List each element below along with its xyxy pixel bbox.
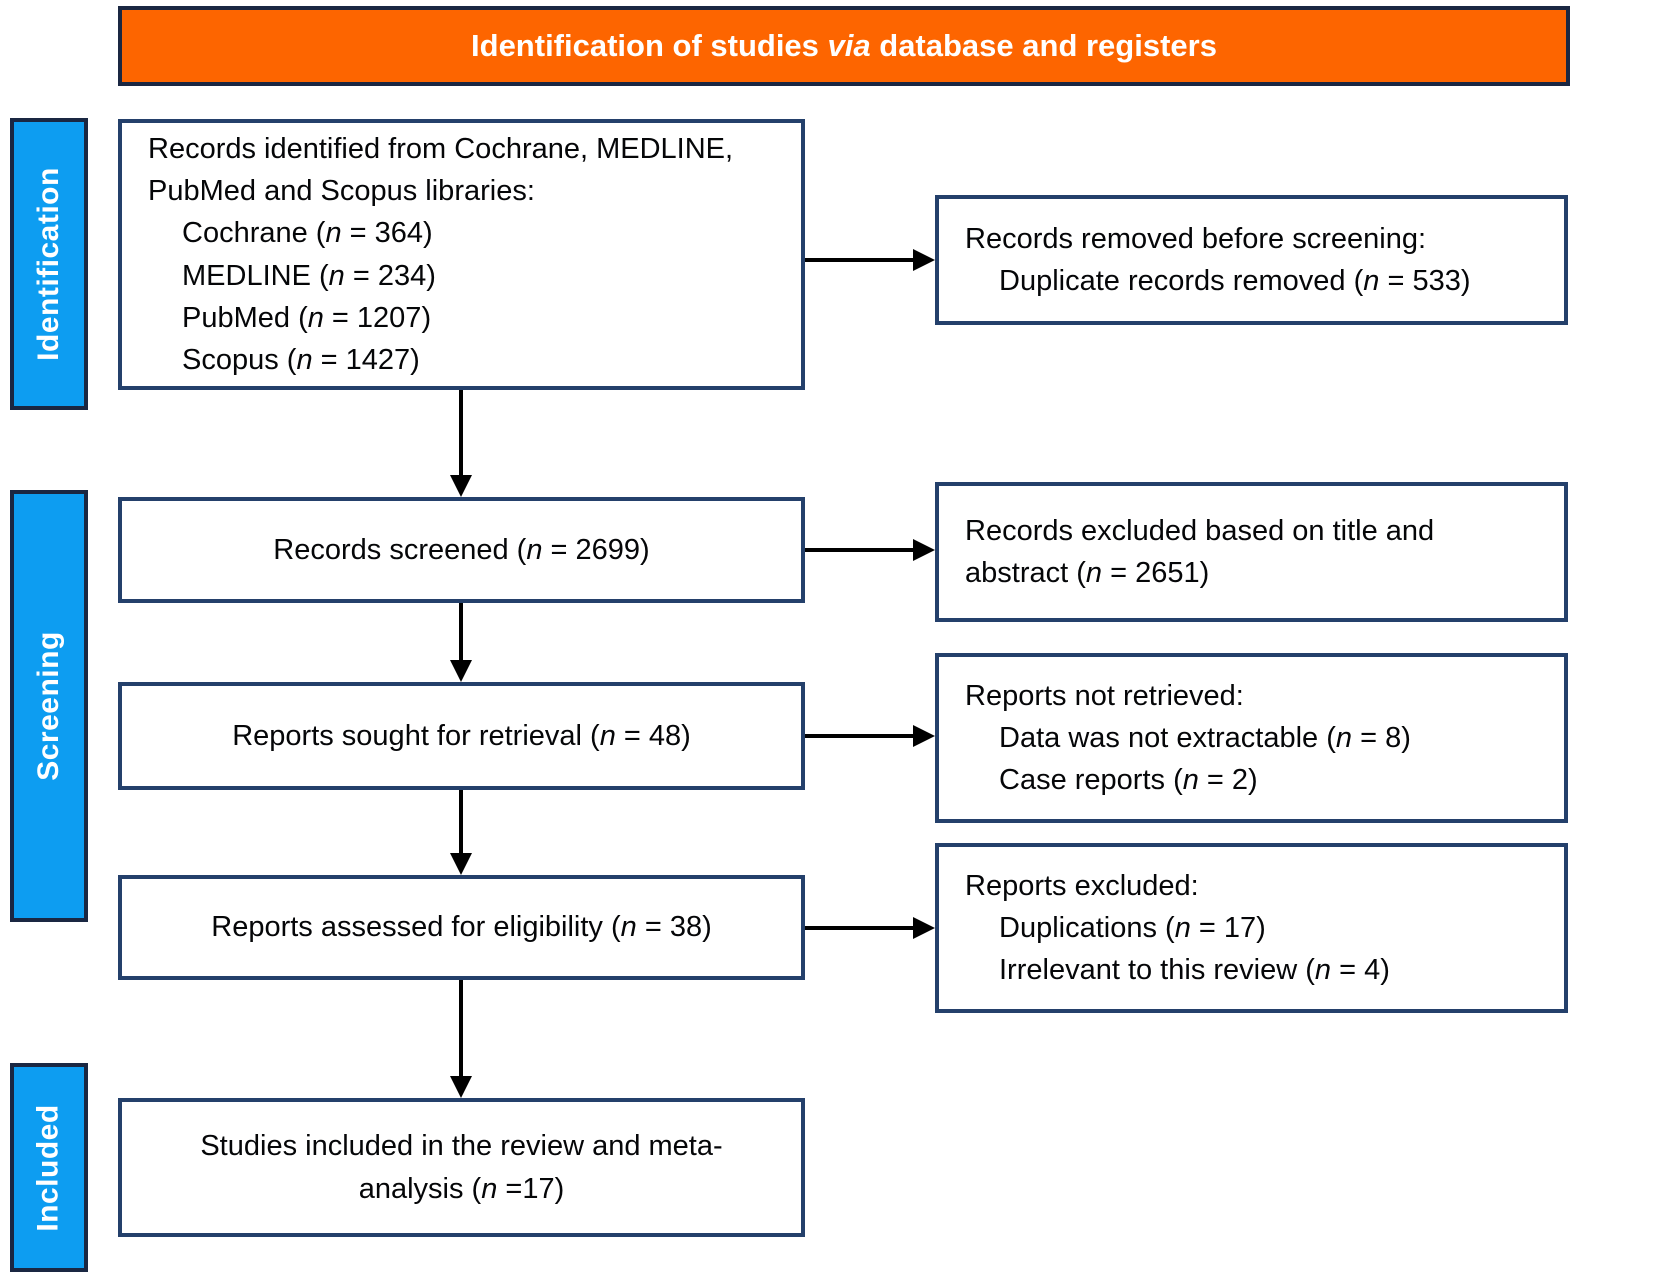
stage-label-identification: Identification xyxy=(10,118,88,410)
arrow-screened-to-sought xyxy=(459,603,463,660)
header-banner: Identification of studies via database a… xyxy=(118,6,1570,86)
arrow-screened-to-excluded xyxy=(805,548,913,552)
box-records-removed: Records removed before screening:Duplica… xyxy=(935,195,1568,325)
arrow-assessed-to-excluded xyxy=(805,926,913,930)
box-records-identified: Records identified from Cochrane, MEDLIN… xyxy=(118,119,805,390)
stage-label-included: Included xyxy=(10,1063,88,1272)
stage-label-screening: Screening xyxy=(10,490,88,922)
arrow-identified-to-removed xyxy=(805,258,913,262)
stage-label-identification-text: Identification xyxy=(32,167,66,361)
box-reports-sought: Reports sought for retrieval (n = 48) xyxy=(118,682,805,790)
arrow-identified-to-screened xyxy=(459,390,463,475)
stage-label-screening-text: Screening xyxy=(32,631,65,781)
stage-label-included-text: Included xyxy=(32,1103,65,1232)
box-reports-assessed: Reports assessed for eligibility (n = 38… xyxy=(118,875,805,980)
arrow-sought-to-assessed xyxy=(459,790,463,853)
arrow-sought-to-not-retrieved xyxy=(805,734,913,738)
box-reports-excluded: Reports excluded:Duplications (n = 17)Ir… xyxy=(935,843,1568,1013)
box-records-screened: Records screened (n = 2699) xyxy=(118,497,805,603)
box-studies-included: Studies included in the review and meta-… xyxy=(118,1098,805,1237)
box-reports-not-retrieved: Reports not retrieved:Data was not extra… xyxy=(935,653,1568,823)
arrow-assessed-to-included xyxy=(459,980,463,1076)
